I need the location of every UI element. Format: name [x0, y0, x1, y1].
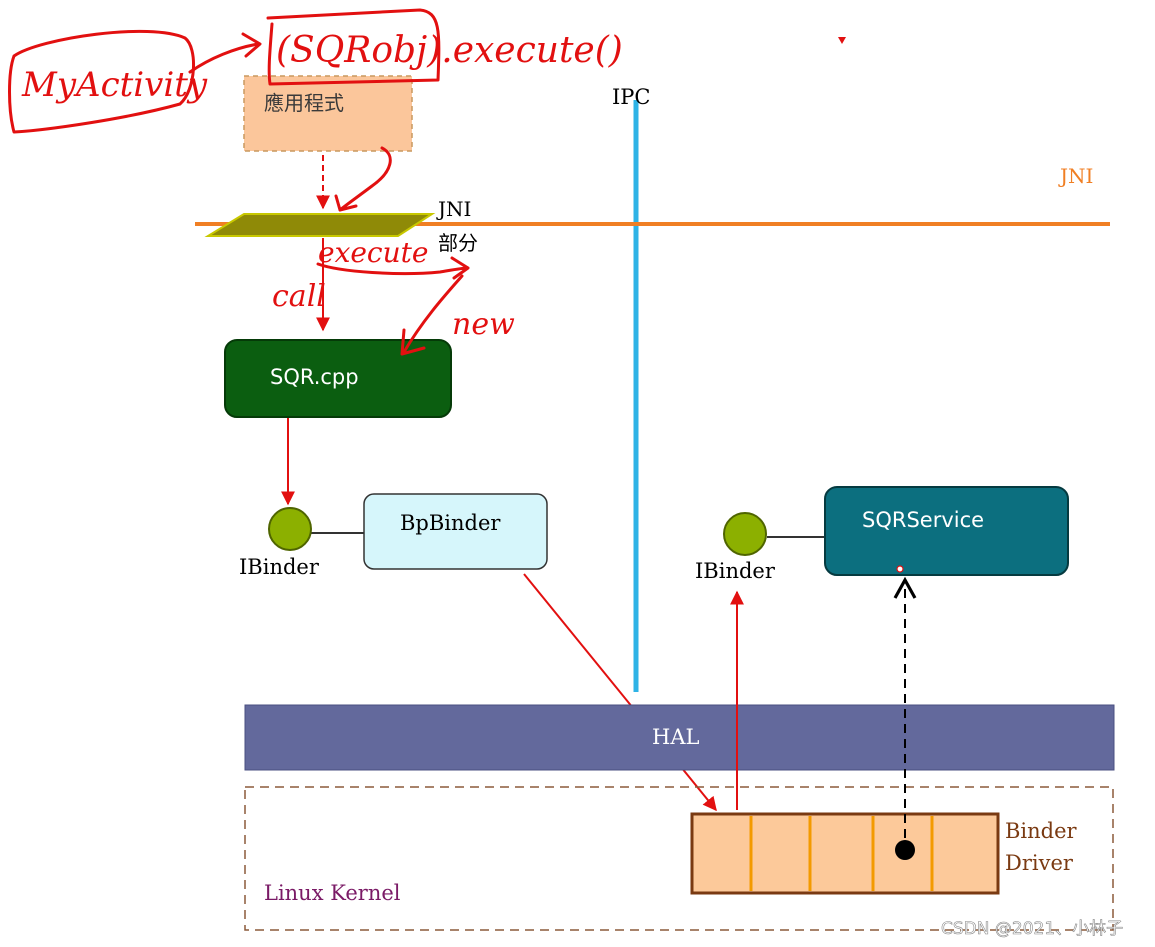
server-ibinder-icon: [723, 512, 767, 556]
binder-driver-label-1: Binder: [1005, 819, 1078, 843]
handwriting-myactivity: MyActivity: [21, 65, 208, 105]
linux-kernel-label: Linux Kernel: [264, 881, 401, 905]
handwriting-sqrobj: (SQRobj).execute(): [276, 30, 623, 71]
sqrservice-port-icon: [896, 565, 904, 573]
binder-driver-label-2: Driver: [1005, 851, 1074, 875]
driver-dot-icon: [895, 840, 915, 860]
jni-part-label-1: JNI: [436, 197, 471, 221]
binder-driver-box: [690, 812, 1000, 895]
jni-layer-shape: [204, 213, 436, 237]
linux-kernel-box: [244, 786, 1114, 931]
jni-part-label-2: 部分: [438, 231, 478, 255]
handwritten-annotations: [8, 8, 470, 356]
bpbinder-to-driver-arrow: [523, 573, 717, 812]
jni-right-label: JNI: [1058, 164, 1093, 188]
sqrobj-bracket: [266, 8, 441, 86]
bpbinder-label: BpBinder: [400, 511, 501, 535]
bpbinder-box: [363, 493, 548, 570]
sqr-cpp-box: [224, 339, 452, 418]
sqr-cpp-label: SQR.cpp: [270, 365, 359, 389]
myactivity-arrow: [188, 32, 262, 74]
ipc-label: IPC: [612, 85, 651, 109]
sqrservice-box: [824, 486, 1069, 576]
app-box-label: 應用程式: [264, 91, 344, 115]
client-ibinder-label: IBinder: [239, 555, 320, 579]
sqrservice-label: SQRService: [862, 508, 984, 532]
handwriting-execute: execute: [318, 236, 428, 269]
hal-label: HAL: [652, 725, 699, 749]
stray-red-mark: [838, 37, 846, 44]
csdn-watermark: CSDN @2021、小林子: [941, 919, 1123, 939]
app-box: [243, 75, 413, 152]
handwriting-new: new: [452, 307, 515, 342]
execute-curl-top: [334, 146, 392, 212]
hal-bar: [244, 704, 1115, 771]
new-arrow: [400, 274, 464, 356]
execute-arrow: [316, 256, 470, 280]
client-ibinder-icon: [268, 507, 312, 551]
server-ibinder-label: IBinder: [695, 559, 776, 583]
myactivity-ring: [8, 29, 196, 134]
handwriting-call: call: [272, 279, 326, 314]
